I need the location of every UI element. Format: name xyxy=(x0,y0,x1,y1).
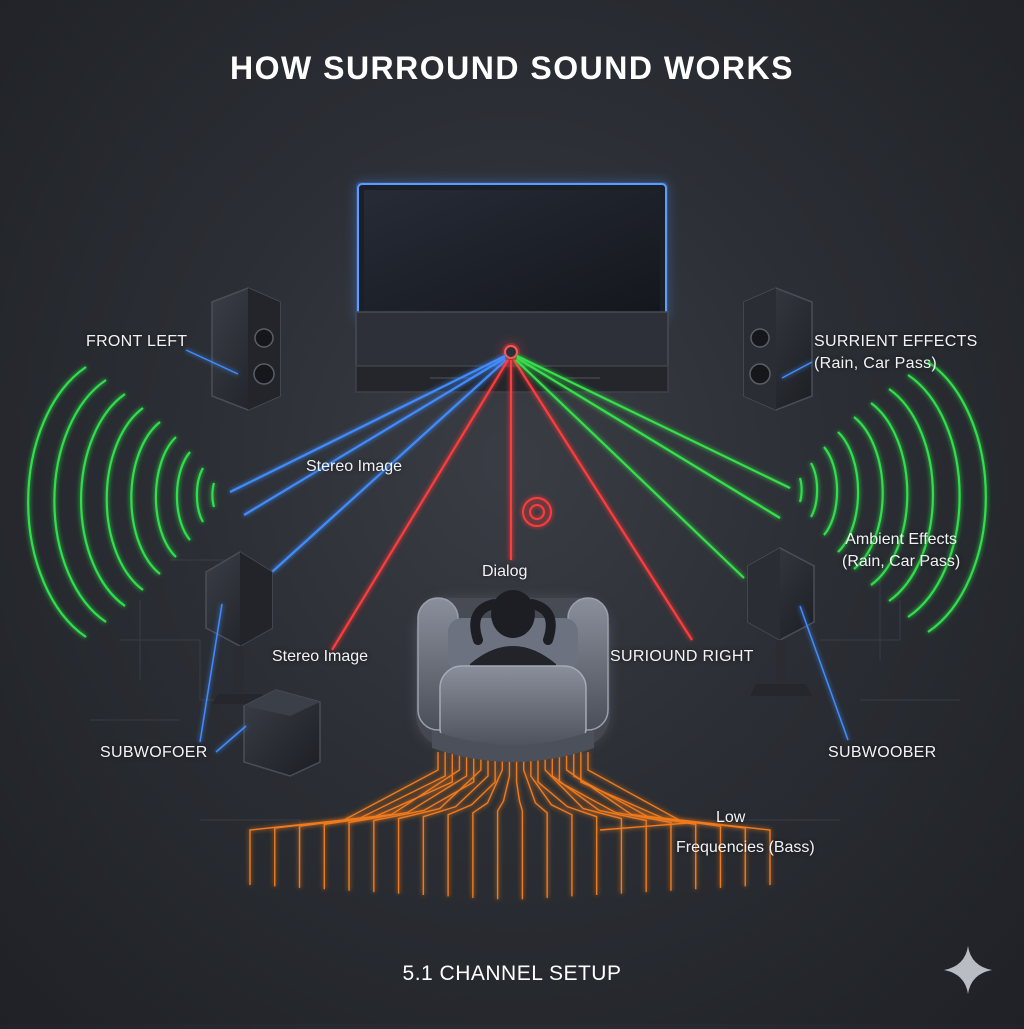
bass-line xyxy=(565,752,697,890)
bass-line xyxy=(397,752,482,894)
surround-left-speaker-icon xyxy=(205,551,273,704)
center-speaker-emitter xyxy=(502,343,520,361)
bass-line xyxy=(544,752,623,894)
leader-lines xyxy=(185,349,849,753)
label-subwoofer-left: SUBWOFOER xyxy=(100,744,208,761)
label-stereo-image-upper: Stereo Image xyxy=(306,458,403,475)
armchair-back-icon xyxy=(432,665,594,762)
label-surround-effects-line1: SURRIENT EFFECTS xyxy=(814,333,978,350)
label-surround-right: SURIOUND RIGHT xyxy=(610,648,754,665)
label-low-frequencies-line1: Low xyxy=(716,809,746,826)
bass-line xyxy=(323,752,461,890)
label-surround-effects-line2: (Rain, Car Pass) xyxy=(814,355,938,372)
bass-line xyxy=(587,752,771,885)
dialog-target-icon xyxy=(522,497,552,527)
surround-right-speaker-icon xyxy=(747,547,815,696)
label-ambient-effects: Ambient Effects (Rain, Car Pass) xyxy=(842,529,960,573)
bass-line xyxy=(523,752,548,898)
bass-leader-line xyxy=(599,821,701,831)
bass-line xyxy=(551,752,647,893)
right-beams xyxy=(515,355,791,579)
front-right-speaker-icon xyxy=(743,287,813,411)
label-stereo-image-lower: Stereo Image xyxy=(272,648,369,665)
bass-line xyxy=(558,752,672,891)
bass-line xyxy=(515,752,524,900)
front-left-speaker-icon xyxy=(211,287,281,411)
label-front-left: FRONT LEFT xyxy=(86,333,188,350)
label-low-frequencies: Low Frequencies (Bass) xyxy=(676,807,815,859)
label-surround-effects: SURRIENT EFFECTS (Rain, Car Pass) xyxy=(814,331,978,375)
page-title: HOW SURROUND SOUND WORKS xyxy=(230,50,794,86)
label-low-frequencies-line2: Frequencies (Bass) xyxy=(676,839,815,856)
front-beams xyxy=(229,355,507,573)
label-dialog: Dialog xyxy=(482,563,528,580)
bass-line xyxy=(537,752,598,895)
center-beams xyxy=(331,359,693,651)
bass-line xyxy=(472,752,503,898)
label-subwoofer-right: SUBWOOBER xyxy=(828,744,937,761)
label-ambient-effects-line2: (Rain, Car Pass) xyxy=(842,553,961,570)
bass-line xyxy=(496,752,511,900)
tv-icon xyxy=(356,182,668,331)
left-sound-waves xyxy=(27,366,216,638)
subwoofer-icon xyxy=(243,689,321,777)
footer-caption: 5.1 CHANNEL SETUP xyxy=(402,962,622,985)
tv-stand xyxy=(355,311,669,393)
bass-lines xyxy=(249,752,771,900)
bass-line xyxy=(373,752,475,893)
bass-line xyxy=(530,752,573,897)
bass-line xyxy=(348,752,468,891)
bass-line xyxy=(573,752,722,888)
bass-line xyxy=(447,752,496,897)
bass-line xyxy=(580,752,746,887)
bass-line xyxy=(422,752,489,895)
label-ambient-effects-line1: Ambient Effects xyxy=(845,531,957,548)
sparkle-icon xyxy=(944,946,992,994)
right-sound-waves xyxy=(798,361,987,633)
